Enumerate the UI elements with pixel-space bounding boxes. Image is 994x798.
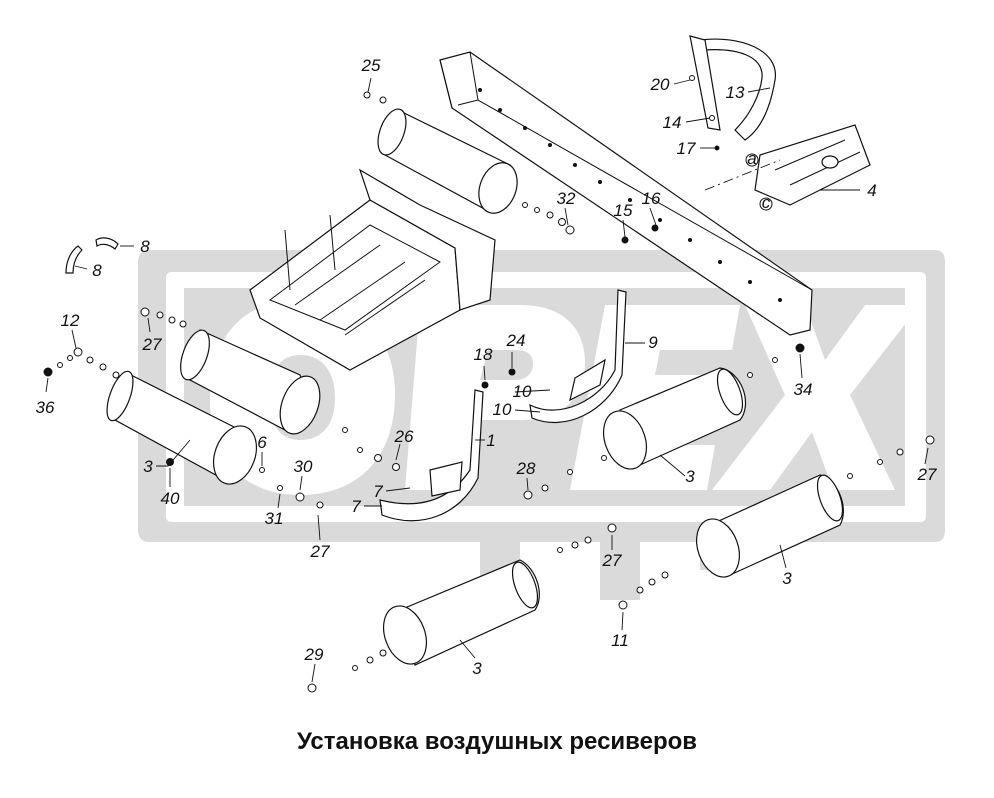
- battery-box-bracket: [249, 168, 496, 371]
- callout-labels: 25 20 13 14 17 32 16 15 4 8 8 12 27 24 1…: [36, 56, 937, 678]
- callout-label: 7: [351, 497, 361, 516]
- diagram-caption: Установка воздушных ресиверов: [296, 728, 698, 755]
- callout-label: 15: [614, 201, 633, 220]
- svg-text:c: c: [762, 193, 771, 212]
- callout-label: 27: [142, 335, 162, 354]
- callout-label: 10: [493, 400, 512, 419]
- callout-label: 17: [677, 139, 696, 158]
- callout-label: 11: [611, 631, 629, 650]
- callout-label: 7: [373, 482, 383, 501]
- frame-rail: [439, 51, 813, 336]
- callout-label: 6: [257, 433, 267, 452]
- callout-label: 26: [394, 427, 414, 446]
- callout-label: 4: [867, 181, 876, 200]
- callout-label: 24: [506, 331, 526, 350]
- callout-label: 1: [486, 431, 495, 450]
- receiver-tank-left-lower: [106, 370, 258, 485]
- receiver-tank-bottom: [382, 559, 540, 666]
- callout-label: 8: [140, 237, 150, 256]
- callout-label: 16: [642, 189, 661, 208]
- callout-label: 29: [304, 645, 324, 664]
- callout-label: 18: [474, 345, 493, 364]
- callout-label: 10: [513, 382, 532, 401]
- callout-label: 30: [294, 457, 313, 476]
- clamp-strap-top-right: [689, 35, 776, 141]
- callout-label: 8: [92, 261, 102, 280]
- marker-a: a: [745, 149, 759, 168]
- callout-label: 36: [36, 398, 55, 417]
- callout-label: 27: [917, 465, 937, 484]
- leader-lines: [45, 77, 929, 683]
- bracket-part-4: [754, 124, 871, 206]
- receiver-tank-right-lower: [695, 474, 844, 578]
- clamp-strap-center: [379, 289, 627, 522]
- svg-text:a: a: [747, 149, 756, 168]
- callout-label: 3: [472, 659, 482, 678]
- callout-label: 3: [685, 467, 695, 486]
- callout-label: 12: [61, 311, 80, 330]
- receiver-tank-top: [377, 108, 518, 214]
- callout-label: 20: [650, 75, 670, 94]
- receiver-tank-right-upper: [602, 367, 747, 470]
- callout-label: 40: [161, 489, 180, 508]
- callout-label: 28: [516, 459, 536, 478]
- callout-label: 25: [361, 56, 381, 75]
- fittings: [43, 75, 935, 693]
- callout-label: 9: [648, 333, 658, 352]
- callout-label: 14: [663, 113, 682, 132]
- callout-label: 32: [557, 189, 576, 208]
- callout-label: 31: [265, 509, 284, 528]
- callout-label: 27: [602, 551, 622, 570]
- callout-label: 3: [782, 569, 792, 588]
- marker-c: c: [759, 193, 773, 212]
- callout-label: 27: [310, 542, 330, 561]
- receiver-tank-left-upper: [180, 329, 321, 435]
- callout-label: 13: [726, 83, 745, 102]
- clip-part-8: [65, 237, 119, 274]
- callout-label: 34: [794, 380, 813, 399]
- callout-label: 3: [143, 457, 153, 476]
